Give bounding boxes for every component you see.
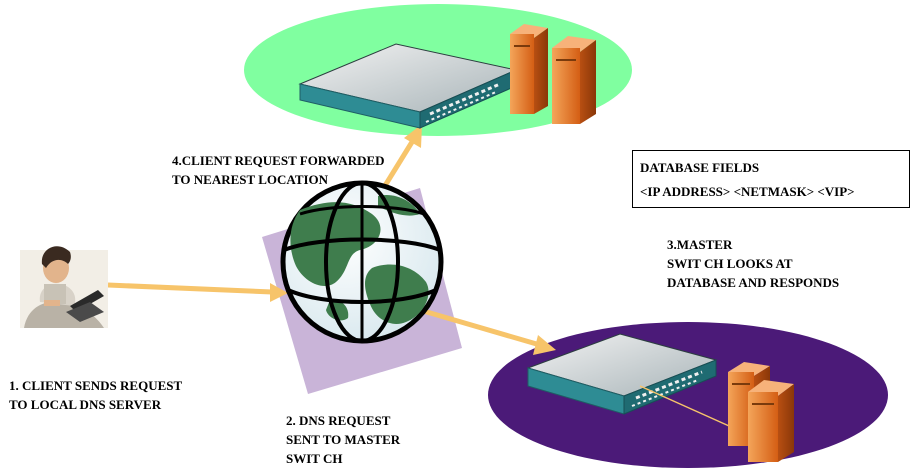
server-icon xyxy=(748,380,794,462)
step4-line1: 4.CLIENT REQUEST FORWARDED xyxy=(172,153,385,168)
switch-server-link xyxy=(639,385,739,431)
step4-line2: TO NEAREST LOCATION xyxy=(172,172,329,187)
database-fields-box: DATABASE FIELDS <IP ADDRESS> <NETMASK> <… xyxy=(632,150,910,208)
step3-line1: 3.MASTER xyxy=(667,237,733,252)
network-switch-icon xyxy=(298,43,518,129)
user-laptop-icon xyxy=(20,246,108,328)
arrow-client-to-globe xyxy=(107,282,288,302)
step2-label: 2. DNS REQUEST SENT TO MASTER SWIT CH xyxy=(286,411,400,468)
step1-line2: TO LOCAL DNS SERVER xyxy=(9,397,162,412)
step1-label: 1. CLIENT SENDS REQUEST TO LOCAL DNS SER… xyxy=(9,376,182,414)
step3-label: 3.MASTER SWIT CH LOOKS AT DATABASE AND R… xyxy=(667,235,839,292)
step3-line2: SWIT CH LOOKS AT xyxy=(667,256,793,271)
step2-line1: 2. DNS REQUEST xyxy=(286,413,391,428)
step2-line2: SENT TO MASTER xyxy=(286,432,401,447)
server-icon xyxy=(510,24,548,114)
server-icon xyxy=(552,36,596,124)
step3-line3: DATABASE AND RESPONDS xyxy=(667,275,840,290)
network-switch-icon xyxy=(526,333,718,415)
step4-label: 4.CLIENT REQUEST FORWARDED TO NEAREST LO… xyxy=(172,151,385,189)
arrow-globe-to-bottom-switch xyxy=(419,307,556,355)
database-title: DATABASE FIELDS xyxy=(640,160,760,175)
step2-line3: SWIT CH xyxy=(286,451,343,466)
database-fields: <IP ADDRESS> <NETMASK> <VIP> xyxy=(640,184,855,199)
step1-line1: 1. CLIENT SENDS REQUEST xyxy=(9,378,183,393)
globe-icon xyxy=(280,180,444,344)
